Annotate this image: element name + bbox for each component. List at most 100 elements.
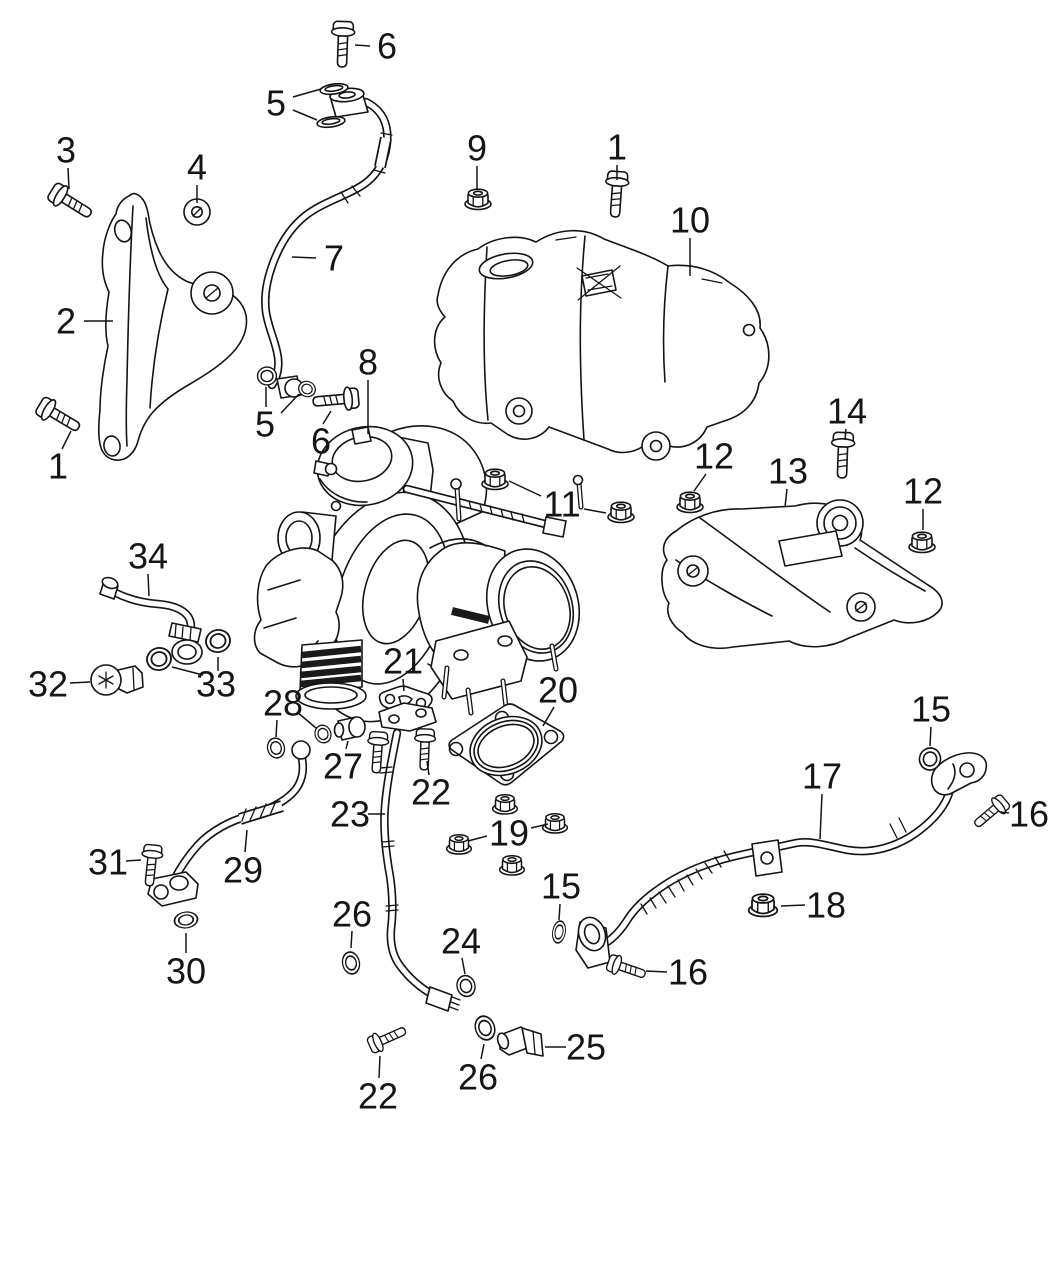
callout-number-34: 34 [128, 536, 168, 577]
callout-30: 30 [166, 933, 206, 992]
callout-17: 17 [802, 756, 842, 840]
callout-number-12: 12 [694, 436, 734, 477]
callout-32: 32 [28, 664, 91, 705]
callout-23: 23 [330, 794, 385, 835]
callout-number-13: 13 [768, 451, 808, 492]
part-29-oil-drain-hose [147, 740, 311, 907]
callout-number-30: 30 [166, 951, 206, 992]
callout-number-16: 16 [1009, 794, 1049, 835]
callout-7: 7 [291, 238, 344, 279]
callout-1: 1 [607, 127, 627, 180]
callout-number-26: 26 [332, 894, 372, 935]
callout-number-21: 21 [383, 641, 423, 682]
part-34-coolant-hose [99, 576, 203, 665]
callout-number-4: 4 [187, 147, 207, 188]
callout-number-29: 29 [223, 850, 263, 891]
callout-6: 6 [311, 410, 332, 462]
callout-number-10: 10 [670, 200, 710, 241]
part-23-oil-drain-tube [378, 702, 461, 1012]
callout-number-26: 26 [458, 1057, 498, 1098]
callout-27: 27 [323, 740, 363, 787]
callout-number-1: 1 [607, 127, 627, 168]
part-8-turbocharger [253, 425, 584, 723]
callout-number-19: 19 [489, 813, 529, 854]
callout-number-23: 23 [330, 794, 370, 835]
part-17-coolant-tube [575, 752, 988, 969]
callout-15: 15 [541, 866, 581, 921]
callout-number-9: 9 [467, 128, 487, 169]
callout-3: 3 [56, 130, 76, 190]
part-26-o-rings [339, 949, 499, 1044]
callout-number-22: 22 [411, 772, 451, 813]
callout-12: 12 [903, 471, 943, 530]
callout-26: 26 [458, 1043, 498, 1098]
callout-20: 20 [538, 670, 578, 727]
part-3-bolt [44, 179, 98, 225]
callout-number-6: 6 [311, 421, 331, 462]
part-2-turbocharger-support-bracket [97, 192, 248, 461]
callout-number-8: 8 [358, 342, 378, 383]
callout-number-6: 6 [377, 26, 397, 67]
callout-number-11: 11 [543, 484, 580, 525]
callout-31: 31 [88, 842, 142, 883]
part-13-lower-heat-shield [661, 499, 943, 649]
callout-number-25: 25 [566, 1027, 606, 1068]
callout-number-22: 22 [358, 1076, 398, 1117]
callout-number-5: 5 [255, 404, 275, 445]
callout-13: 13 [768, 451, 808, 508]
callout-number-31: 31 [88, 842, 128, 883]
part-32-coolant-fitting [90, 664, 144, 696]
callout-5: 5 [266, 83, 322, 124]
callout-6: 6 [354, 26, 397, 67]
callout-33: 33 [171, 657, 236, 705]
callout-21: 21 [383, 641, 423, 692]
part-30-o-ring [172, 909, 200, 931]
callout-14: 14 [827, 391, 867, 441]
callout-22: 22 [358, 1055, 398, 1117]
callout-29: 29 [223, 829, 263, 891]
part-25-plug-fitting [496, 1026, 544, 1057]
part-9-nut [464, 188, 492, 211]
hose-clamp [168, 622, 202, 643]
callout-2: 2 [56, 301, 113, 342]
callout-10: 10 [670, 200, 710, 276]
callout-9: 9 [467, 128, 487, 190]
part-6-banjo-bolts [311, 20, 361, 414]
callout-18: 18 [780, 885, 846, 926]
part-18-nut [747, 893, 779, 918]
callout-5: 5 [255, 387, 300, 445]
callout-number-18: 18 [806, 885, 846, 926]
callout-number-27: 27 [323, 746, 363, 787]
part-14-bolt [829, 431, 856, 480]
callout-number-7: 7 [324, 238, 344, 279]
callout-16: 16 [999, 794, 1049, 835]
callout-number-3: 3 [56, 130, 76, 171]
callout-number-28: 28 [263, 683, 303, 724]
callout-4: 4 [187, 147, 207, 203]
callout-number-32: 32 [28, 664, 68, 705]
callout-number-16: 16 [668, 952, 708, 993]
callout-number-24: 24 [441, 921, 481, 962]
callout-number-20: 20 [538, 670, 578, 711]
callout-number-15: 15 [911, 689, 951, 730]
callout-number-5: 5 [266, 83, 286, 124]
part-7-oil-supply-hose [261, 87, 393, 399]
callout-number-1: 1 [48, 446, 68, 487]
part-27-tube-fitting [333, 716, 366, 741]
callout-25: 25 [545, 1027, 606, 1068]
callout-number-2: 2 [56, 301, 76, 342]
part-10-upper-heat-shield [433, 229, 770, 461]
callout-26: 26 [332, 894, 372, 949]
callout-number-15: 15 [541, 866, 581, 907]
callout-24: 24 [441, 921, 481, 975]
callout-number-12: 12 [903, 471, 943, 512]
part-20-turbo-mount-gasket [448, 703, 565, 786]
callout-8: 8 [358, 342, 378, 434]
callout-number-33: 33 [196, 664, 236, 705]
callout-34: 34 [128, 536, 168, 597]
part-24-o-ring [453, 972, 479, 1000]
callout-11: 11 [508, 480, 607, 525]
callout-22: 22 [411, 760, 451, 813]
